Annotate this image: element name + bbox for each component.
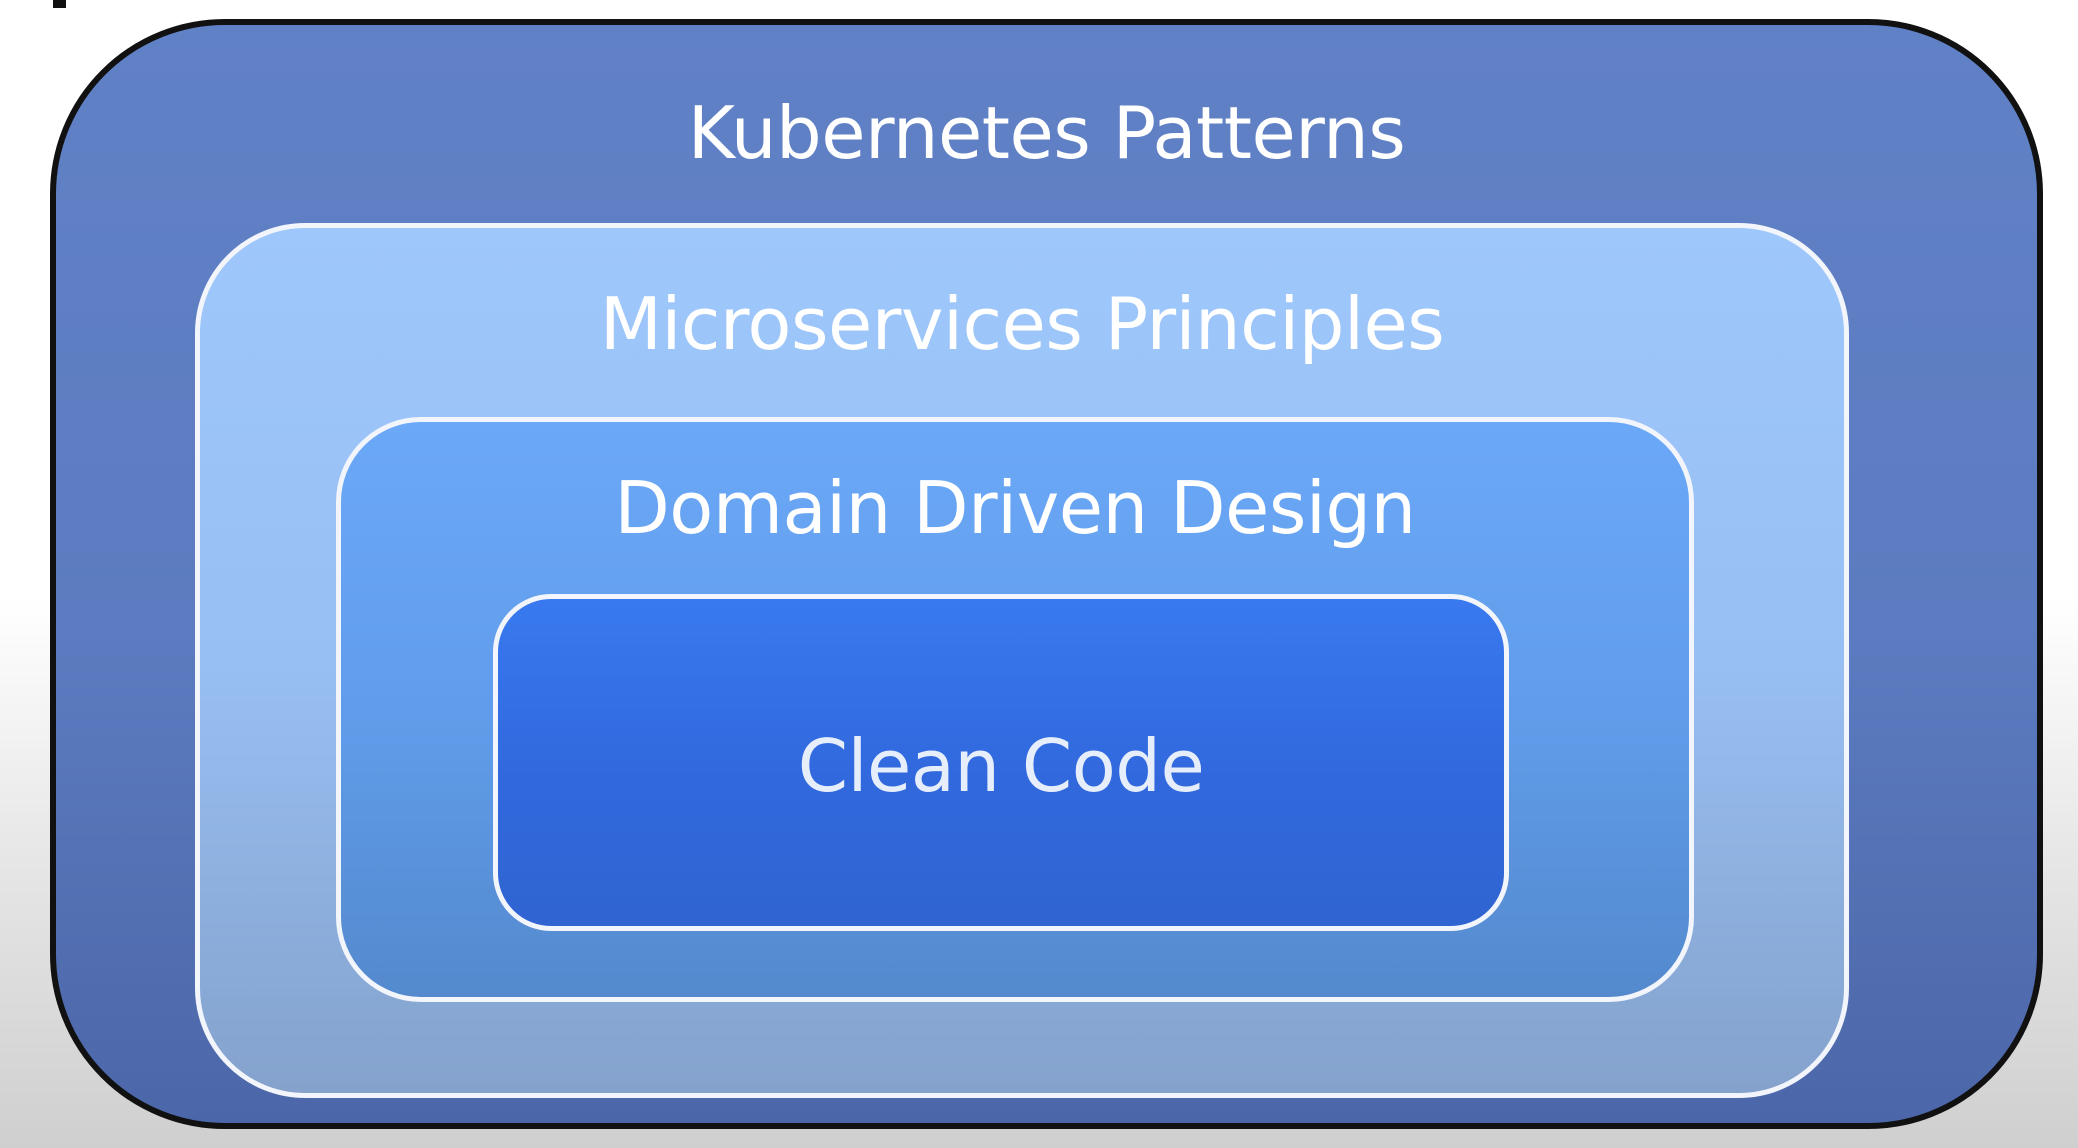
layer-label-clean-code: Clean Code	[797, 724, 1205, 808]
layer-clean-code: Clean Code	[493, 594, 1509, 931]
layer-kubernetes-patterns: Kubernetes Patterns Microservices Princi…	[50, 19, 2043, 1129]
corner-mark	[53, 0, 66, 8]
layer-domain-driven-design: Domain Driven Design Clean Code	[336, 417, 1694, 1002]
layer-microservices-principles: Microservices Principles Domain Driven D…	[195, 223, 1849, 1098]
layer-label-domain-driven-design: Domain Driven Design	[614, 466, 1416, 550]
layer-label-kubernetes-patterns: Kubernetes Patterns	[687, 91, 1406, 175]
layer-label-microservices-principles: Microservices Principles	[599, 282, 1445, 366]
